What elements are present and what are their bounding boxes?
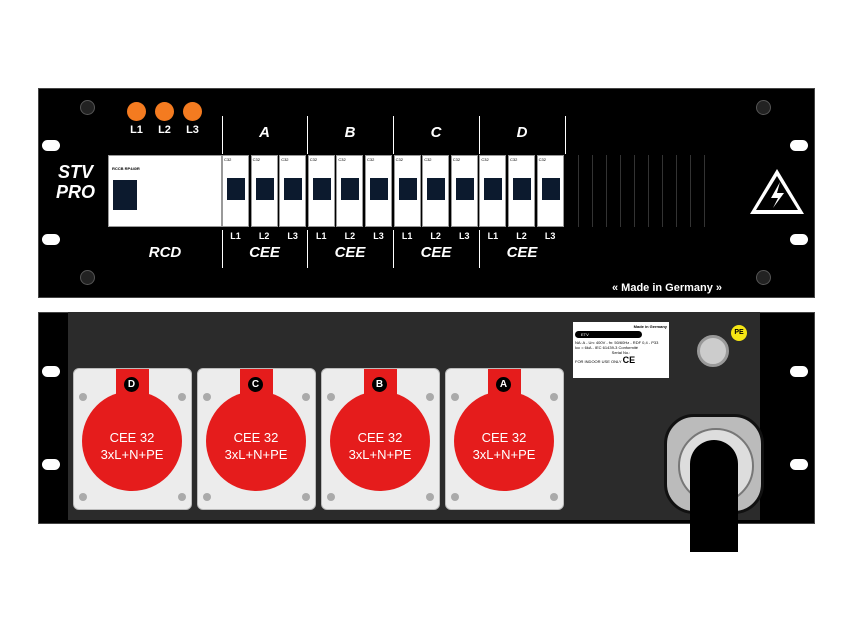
rcd-device[interactable]: RCCB RP440R [108,155,222,227]
high-voltage-warning-icon [750,169,804,214]
breaker-toggle[interactable] [227,178,245,200]
breaker-toggle[interactable] [513,178,531,200]
rack-hole [790,459,808,470]
phase-label: L1 [401,231,413,241]
made-in-germany-label: « Made in Germany » [612,282,723,294]
group-type: CEE [506,244,538,261]
circuit-breaker[interactable]: C32 [450,155,478,227]
screw-icon [756,270,771,285]
phase-label: L2 [258,231,270,241]
led-label: L3 [186,124,199,136]
socket-id-badge: C [248,377,263,392]
breaker-toggle[interactable] [541,178,560,200]
led-label: L2 [158,124,171,136]
breaker-toggle[interactable] [255,178,274,200]
phase-label: L3 [373,231,384,241]
group-label-c: C [430,124,442,141]
pe-terminal[interactable] [697,335,729,367]
circuit-breaker[interactable]: C32 [508,155,535,227]
breaker-toggle[interactable] [398,178,417,200]
phase-label: L2 [516,231,527,241]
circuit-breaker[interactable]: C32 [279,155,307,227]
phase-label: L1 [487,231,499,241]
group-type: CEE [420,244,452,261]
rack-hole [790,234,808,245]
screw-icon [80,270,95,285]
phase-label: L2 [430,231,441,241]
breaker-toggle[interactable] [284,178,303,200]
rack-hole [42,366,60,377]
phase-label: L3 [459,231,470,241]
rack-hole [790,366,808,377]
breaker-toggle[interactable] [341,178,360,200]
circuit-breaker[interactable]: C32 [536,155,564,227]
rcd-toggle[interactable] [113,180,137,210]
led-label: L1 [130,124,143,136]
group-label-b: B [344,124,356,141]
socket-id-badge: B [372,377,387,392]
phase-led-l1 [127,102,146,121]
phase-label: L2 [344,231,356,241]
breaker-toggle[interactable] [312,178,331,200]
breaker-toggle[interactable] [455,178,474,200]
rcd-model: RCCB RP440R [112,166,140,171]
group-type: CEE [334,244,366,261]
circuit-breaker[interactable]: C32 [250,155,278,227]
rack-hole [42,234,60,245]
screw-icon [756,100,771,115]
breaker-toggle[interactable] [370,178,388,200]
rcd-label: RCD [148,244,182,261]
rack-hole [42,459,60,470]
circuit-breaker[interactable]: C32 [365,155,392,227]
circuit-breaker[interactable]: C32 [393,155,421,227]
power-cable [690,440,738,552]
phase-label: L1 [316,231,327,241]
group-type: CEE [249,244,280,261]
circuit-breaker[interactable]: C32 [479,155,507,227]
breaker-toggle[interactable] [484,178,503,200]
phase-led-l3 [183,102,202,121]
blank-cover [565,155,705,227]
circuit-breaker[interactable]: C32 [222,155,249,227]
screw-icon [80,100,95,115]
socket-id-badge: A [496,377,511,392]
phase-label: L1 [230,231,241,241]
group-label-a: A [259,124,270,141]
phase-label: L3 [544,231,556,241]
circuit-breaker[interactable]: C32 [336,155,364,227]
pe-badge: PE [731,325,747,341]
socket-id-badge: D [124,377,139,392]
group-label-d: D [516,124,528,141]
rack-hole [790,140,808,151]
phase-led-l2 [155,102,174,121]
breaker-toggle[interactable] [427,178,446,200]
circuit-breaker[interactable]: C32 [422,155,450,227]
phase-label: L3 [287,231,298,241]
rack-hole [42,140,60,151]
nameplate: Made in Germany ETV NA: A - Un: 400V - f… [573,322,669,378]
circuit-breaker[interactable]: C32 [307,155,335,227]
